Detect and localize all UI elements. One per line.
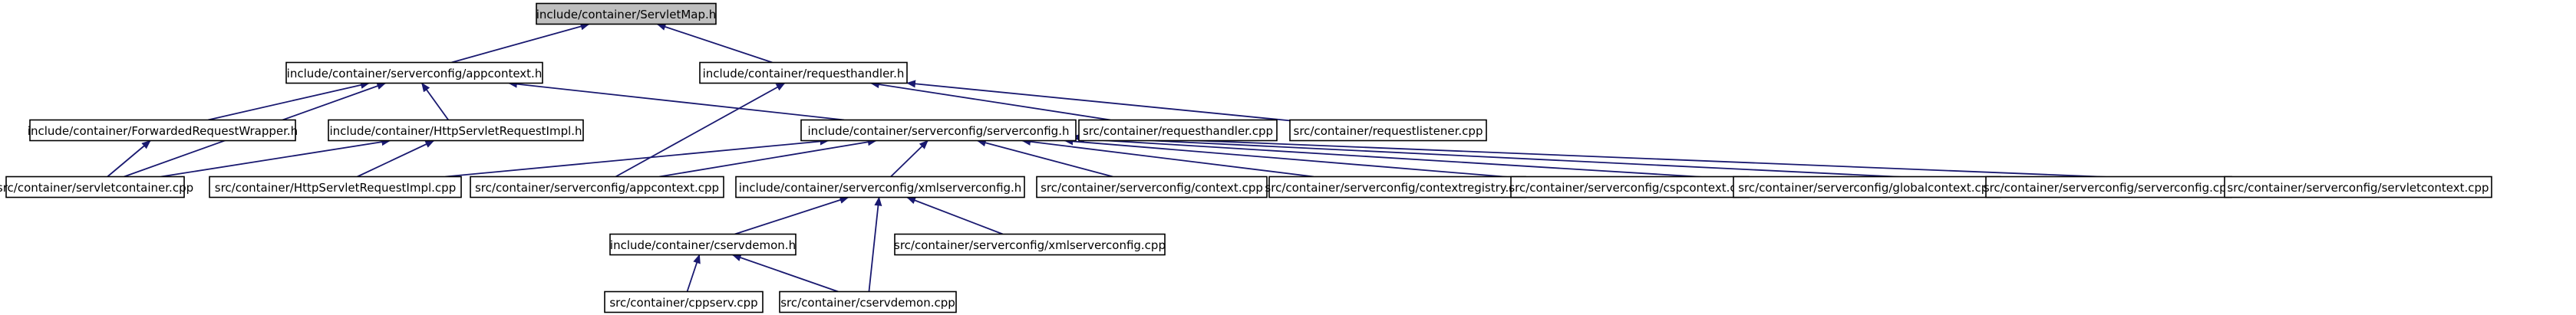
graph-node-servletmap-h[interactable]: include/container/ServletMap.h bbox=[536, 2, 717, 25]
dependency-edge-n5-n16 bbox=[1075, 133, 1987, 182]
dependency-arrow bbox=[207, 81, 370, 121]
dependency-edges bbox=[107, 22, 2225, 293]
dependency-edge-n5-n11 bbox=[890, 139, 928, 178]
dependency-edge-n5-n17 bbox=[1075, 132, 2225, 182]
node-label: include/container/ServletMap.h bbox=[536, 8, 717, 21]
dependency-edge-n2-n10 bbox=[615, 82, 786, 178]
dependency-arrow bbox=[868, 196, 882, 292]
graph-node-requesthandler-h[interactable]: include/container/requesthandler.h bbox=[699, 61, 908, 84]
dependency-arrow bbox=[734, 196, 849, 235]
dependency-edge-n1-n3 bbox=[207, 81, 370, 121]
node-label: include/container/serverconfig/servercon… bbox=[808, 124, 1070, 138]
node-label: src/container/cppserv.cpp bbox=[609, 296, 757, 310]
graph-node-cspcontext-cpp[interactable]: src/container/serverconfig/cspcontext.cp… bbox=[1509, 176, 1751, 199]
dependency-edge-n5-n15 bbox=[1075, 135, 1734, 180]
dependency-edge-n2-n7 bbox=[906, 80, 1291, 122]
graph-node-appcontext-cpp[interactable]: src/container/serverconfig/appcontext.cp… bbox=[470, 176, 724, 199]
dependency-edge-n1-n4 bbox=[421, 82, 450, 121]
dependency-arrow bbox=[659, 138, 877, 178]
dependency-arrow bbox=[357, 139, 435, 178]
node-label: src/container/cservdemon.cpp bbox=[780, 296, 955, 310]
dependency-arrow bbox=[976, 139, 1113, 178]
graph-node-appcontext-h[interactable]: include/container/serverconfig/appcontex… bbox=[285, 61, 543, 84]
dependency-edge-n3-n8 bbox=[107, 139, 151, 178]
graph-node-cservdemon-h[interactable]: include/container/cservdemon.h bbox=[609, 233, 797, 256]
node-label: src/container/serverconfig/cspcontext.cp… bbox=[1509, 181, 1750, 195]
file-nodes: include/container/ServletMap.h include/c… bbox=[0, 2, 2492, 313]
dependency-edge-n11-n21 bbox=[868, 196, 882, 292]
node-label: src/container/serverconfig/servletcontex… bbox=[2227, 181, 2489, 195]
dependency-arrow bbox=[869, 80, 1111, 121]
dependency-arrow bbox=[451, 22, 590, 64]
node-label: src/container/serverconfig/appcontext.cp… bbox=[475, 181, 719, 195]
graph-node-xmlserverconfig-cpp[interactable]: src/container/serverconfig/xmlserverconf… bbox=[894, 233, 1166, 256]
dependency-arrow bbox=[421, 82, 450, 121]
dependency-edge-n5-n10 bbox=[659, 138, 877, 178]
node-label: include/container/serverconfig/xmlserver… bbox=[739, 181, 1022, 195]
node-label: include/container/cservdemon.h bbox=[610, 238, 796, 252]
graph-node-contextregistry-cpp[interactable]: src/container/serverconfig/contextregist… bbox=[1265, 176, 1530, 199]
dependency-arrow bbox=[615, 82, 786, 178]
dependency-edge-n1-n5 bbox=[507, 80, 845, 121]
node-label: src/container/requestlistener.cpp bbox=[1294, 124, 1483, 138]
dependency-arrow bbox=[160, 138, 391, 178]
node-label: src/container/HttpServletRequestImpl.cpp bbox=[215, 181, 456, 195]
graph-node-cppserv-cpp[interactable]: src/container/cppserv.cpp bbox=[604, 290, 764, 313]
node-label: src/container/serverconfig/context.cpp bbox=[1041, 181, 1263, 195]
dependency-arrow bbox=[731, 254, 839, 293]
node-label: src/container/servletcontainer.cpp bbox=[0, 181, 193, 195]
node-label: src/container/serverconfig/globalcontext… bbox=[1738, 181, 1996, 195]
graph-node-globalcontext-cpp[interactable]: src/container/serverconfig/globalcontext… bbox=[1733, 176, 2001, 199]
dependency-arrow bbox=[107, 139, 151, 178]
dependency-edge-n0-n1 bbox=[451, 22, 590, 64]
node-label: src/container/serverconfig/xmlserverconf… bbox=[894, 238, 1166, 252]
dependency-edge-n5-n14 bbox=[1064, 137, 1512, 179]
graph-node-httpservletrequestimpl-cpp[interactable]: src/container/HttpServletRequestImpl.cpp bbox=[209, 176, 462, 199]
node-label: src/container/requesthandler.cpp bbox=[1083, 124, 1273, 138]
dependency-arrow bbox=[686, 254, 701, 292]
graph-node-httpservletrequestimpl-h[interactable]: include/container/HttpServletRequestImpl… bbox=[328, 119, 584, 142]
dependency-edge-n5-n13 bbox=[1021, 137, 1314, 178]
graph-node-forwardedrequestwrapper-h[interactable]: include/container/ForwardedRequestWrappe… bbox=[28, 119, 298, 142]
dependency-edge-n5-n12 bbox=[976, 139, 1113, 178]
dependency-edge-n2-n6 bbox=[869, 80, 1111, 121]
dependency-edge-n5-n9 bbox=[445, 137, 830, 178]
dependency-arrow bbox=[1075, 132, 2225, 182]
graph-node-servletcontext-cpp[interactable]: src/container/serverconfig/servletcontex… bbox=[2224, 176, 2492, 199]
dependency-arrow bbox=[890, 139, 928, 178]
dependency-edge-n4-n9 bbox=[357, 139, 435, 178]
node-label: include/container/HttpServletRequestImpl… bbox=[329, 124, 582, 138]
node-label: include/container/requesthandler.h bbox=[703, 67, 905, 80]
dependency-arrow bbox=[906, 80, 1291, 122]
dependency-edge-n11-n18 bbox=[734, 196, 849, 235]
graph-node-serverconfig-h[interactable]: include/container/serverconfig/servercon… bbox=[800, 119, 1077, 142]
node-label: include/container/serverconfig/appcontex… bbox=[287, 67, 543, 80]
graph-node-servletcontainer-cpp[interactable]: src/container/servletcontainer.cpp bbox=[0, 176, 193, 199]
node-label: src/container/serverconfig/contextregist… bbox=[1265, 181, 1529, 195]
graph-node-context-cpp[interactable]: src/container/serverconfig/context.cpp bbox=[1036, 176, 1268, 199]
dependency-arrow bbox=[1021, 137, 1314, 178]
dependency-arrow bbox=[1075, 133, 1987, 182]
dependency-edge-n18-n21 bbox=[731, 254, 839, 293]
dependency-edge-n0-n2 bbox=[656, 23, 773, 64]
dependency-edge-n11-n19 bbox=[906, 196, 1004, 235]
dependency-arrow bbox=[507, 80, 845, 121]
dependency-arrow bbox=[906, 196, 1004, 235]
dependency-arrow bbox=[1064, 137, 1512, 179]
graph-node-cservdemon-cpp[interactable]: src/container/cservdemon.cpp bbox=[779, 290, 957, 313]
dependency-arrow bbox=[1075, 135, 1734, 180]
graph-node-serverconfig-cpp[interactable]: src/container/serverconfig/serverconfig.… bbox=[1984, 176, 2234, 199]
dependency-arrow bbox=[656, 23, 773, 64]
node-label: include/container/ForwardedRequestWrappe… bbox=[28, 124, 298, 138]
node-label: src/container/serverconfig/serverconfig.… bbox=[1984, 181, 2234, 195]
dependency-edge-n4-n8 bbox=[160, 138, 391, 178]
graph-node-requesthandler-cpp[interactable]: src/container/requesthandler.cpp bbox=[1078, 119, 1278, 142]
graph-node-xmlserverconfig-h[interactable]: include/container/serverconfig/xmlserver… bbox=[735, 176, 1025, 199]
graph-node-requestlistener-cpp[interactable]: src/container/requestlistener.cpp bbox=[1289, 119, 1487, 142]
dependency-edge-n18-n20 bbox=[686, 254, 701, 292]
dependency-arrow bbox=[445, 137, 830, 178]
